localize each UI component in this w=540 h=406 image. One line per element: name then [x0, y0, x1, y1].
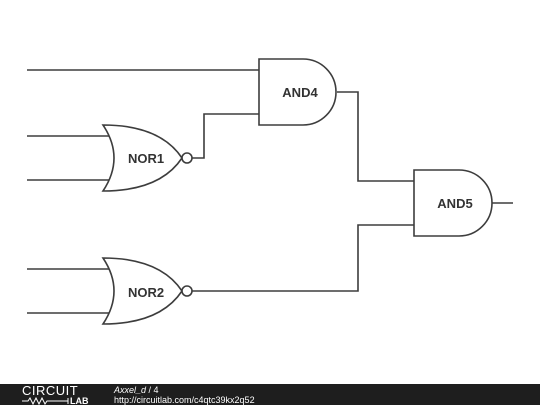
circuitlab-logo[interactable]: CIRCUIT LAB [22, 383, 102, 406]
logo-resistor-icon [22, 397, 69, 405]
and-gate-shape [258, 58, 337, 126]
nor-gate-shape [101, 257, 183, 325]
gate-nor1[interactable]: NOR1 [101, 124, 193, 192]
wire-and4-to-and5 [337, 91, 414, 182]
wires [27, 69, 513, 314]
author-separator: / [146, 385, 154, 395]
circuit-diagram: AND4 NOR1 AND5 NOR2 [27, 58, 513, 325]
gate-and4[interactable]: AND4 [258, 58, 337, 126]
and-gate-shape [413, 169, 493, 237]
footer-bar: CIRCUIT LAB Axxel_d / 4 http://circuitla… [0, 383, 540, 406]
gate-label-and4: AND4 [282, 85, 318, 100]
inversion-bubble [181, 285, 193, 297]
circuit-url[interactable]: http://circuitlab.com/c4qtc39kx2q52 [114, 395, 255, 405]
wire-nor1-to-and4 [192, 113, 259, 159]
nor-gate-shape [101, 124, 183, 192]
inversion-bubble [181, 152, 193, 164]
logo-text-top: CIRCUIT [22, 383, 79, 398]
footer-info: Axxel_d / 4 http://circuitlab.com/c4qtc3… [114, 385, 255, 405]
author-name[interactable]: Axxel_d [114, 385, 147, 395]
wire-nor2-to-and5 [192, 224, 414, 292]
logo-text-bottom: LAB [70, 396, 89, 406]
gate-label-and5: AND5 [437, 196, 472, 211]
gate-label-nor2: NOR2 [128, 285, 164, 300]
gate-label-nor1: NOR1 [128, 151, 164, 166]
gate-and5[interactable]: AND5 [413, 169, 493, 237]
gate-nor2[interactable]: NOR2 [101, 257, 193, 325]
circuit-number: 4 [153, 385, 159, 395]
author-line: Axxel_d / 4 [114, 385, 255, 395]
